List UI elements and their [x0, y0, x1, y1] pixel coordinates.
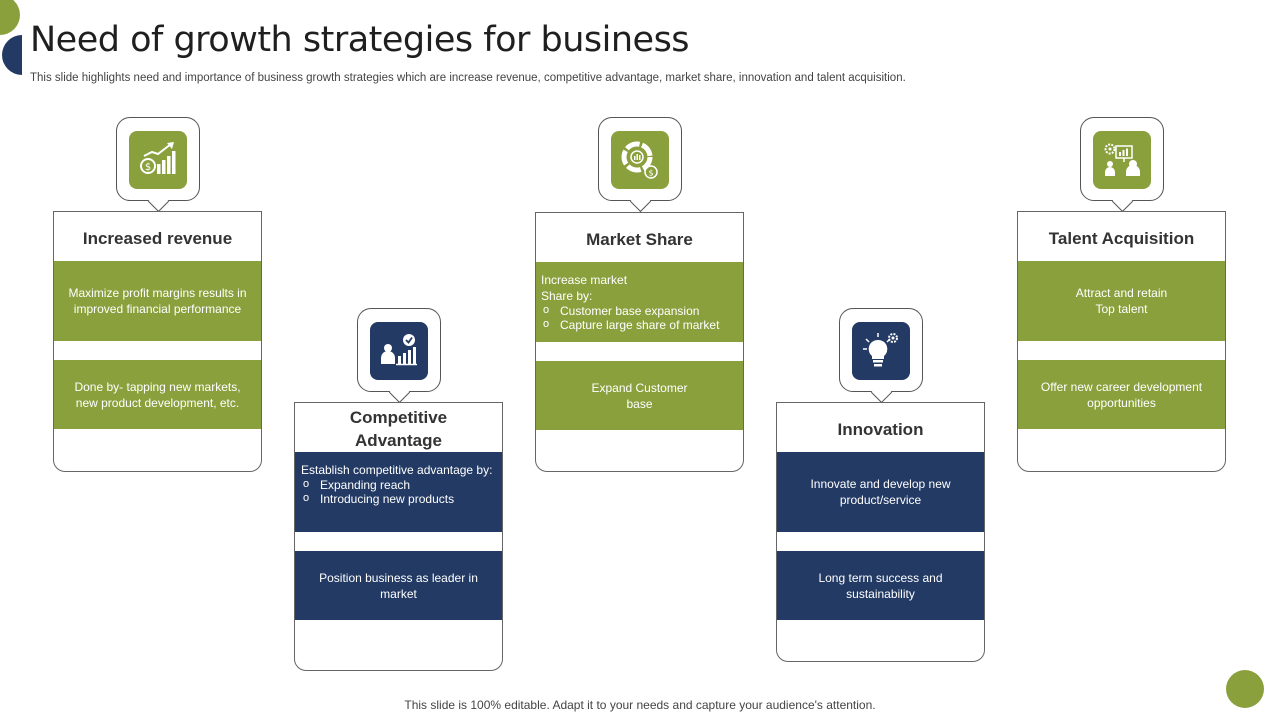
card-title: Innovation — [837, 419, 924, 439]
card-bottom-box: Long term success and sustainability — [777, 551, 984, 620]
footer-note: This slide is 100% editable. Adapt it to… — [404, 698, 876, 712]
card-bottom-box: Position business as leader in market — [295, 551, 502, 620]
card-increased-revenue: Increased revenue Maximize profit margin… — [53, 211, 262, 472]
icon-bubble-innovation — [839, 308, 923, 392]
card-top-intro: Establish competitive advantage by: — [301, 463, 493, 477]
presenter-check-icon — [381, 334, 417, 366]
card-bullet-list: Customer base expansion Capture large sh… — [541, 303, 738, 332]
svg-text:$: $ — [648, 169, 653, 178]
corner-decoration — [0, 0, 20, 35]
card-top-intro: Increase market Share by: — [541, 273, 628, 303]
card-bottom-box: Done by- tapping new markets, new produc… — [54, 360, 261, 429]
card-talent-acquisition: Talent Acquisition Attract and retain To… — [1017, 211, 1226, 472]
card-top-box: Maximize profit margins results in impro… — [54, 261, 261, 341]
card-title: Talent Acquisition — [1048, 228, 1195, 248]
lightbulb-gear-icon — [863, 333, 898, 367]
corner-decoration — [1226, 670, 1264, 708]
market-share-icon: $ — [621, 141, 658, 179]
card-market-share: Market Share Increase market Share by: C… — [535, 212, 744, 472]
card-title: Competitive Advantage — [349, 408, 448, 450]
talent-presentation-icon — [1104, 143, 1140, 176]
icon-bubble-talent-acquisition — [1080, 117, 1164, 201]
icon-bubble-increased-revenue: $ — [116, 117, 200, 201]
revenue-growth-icon: $ — [140, 142, 176, 174]
card-top-box: Attract and retain Top talent — [1018, 261, 1225, 341]
card-title: Increased revenue — [82, 228, 233, 248]
card-top-box: Increase market Share by: Customer base … — [536, 262, 743, 342]
list-item: Introducing new products — [301, 491, 496, 506]
icon-bubble-competitive-advantage — [357, 308, 441, 392]
card-bottom-box: Offer new career development opportuniti… — [1018, 360, 1225, 429]
page-subtitle: This slide highlights need and importanc… — [30, 72, 906, 84]
list-item: Expanding reach — [301, 477, 496, 492]
page-title: Need of growth strategies for business — [30, 20, 690, 60]
card-bullet-list: Expanding reach Introducing new products — [301, 477, 496, 506]
card-title: Market Share — [586, 229, 693, 249]
card-innovation: Innovation Innovate and develop new prod… — [776, 402, 985, 662]
corner-decoration — [2, 35, 22, 75]
card-bottom-box: Expand Customer base — [536, 361, 743, 430]
card-competitive-advantage: Competitive Advantage Establish competit… — [294, 402, 503, 671]
list-item: Customer base expansion — [541, 303, 738, 318]
card-top-box: Establish competitive advantage by: Expa… — [295, 452, 502, 532]
icon-bubble-market-share: $ — [598, 117, 682, 201]
svg-text:$: $ — [145, 162, 151, 173]
list-item: Capture large share of market — [541, 317, 738, 332]
card-top-box: Innovate and develop new product/service — [777, 452, 984, 532]
